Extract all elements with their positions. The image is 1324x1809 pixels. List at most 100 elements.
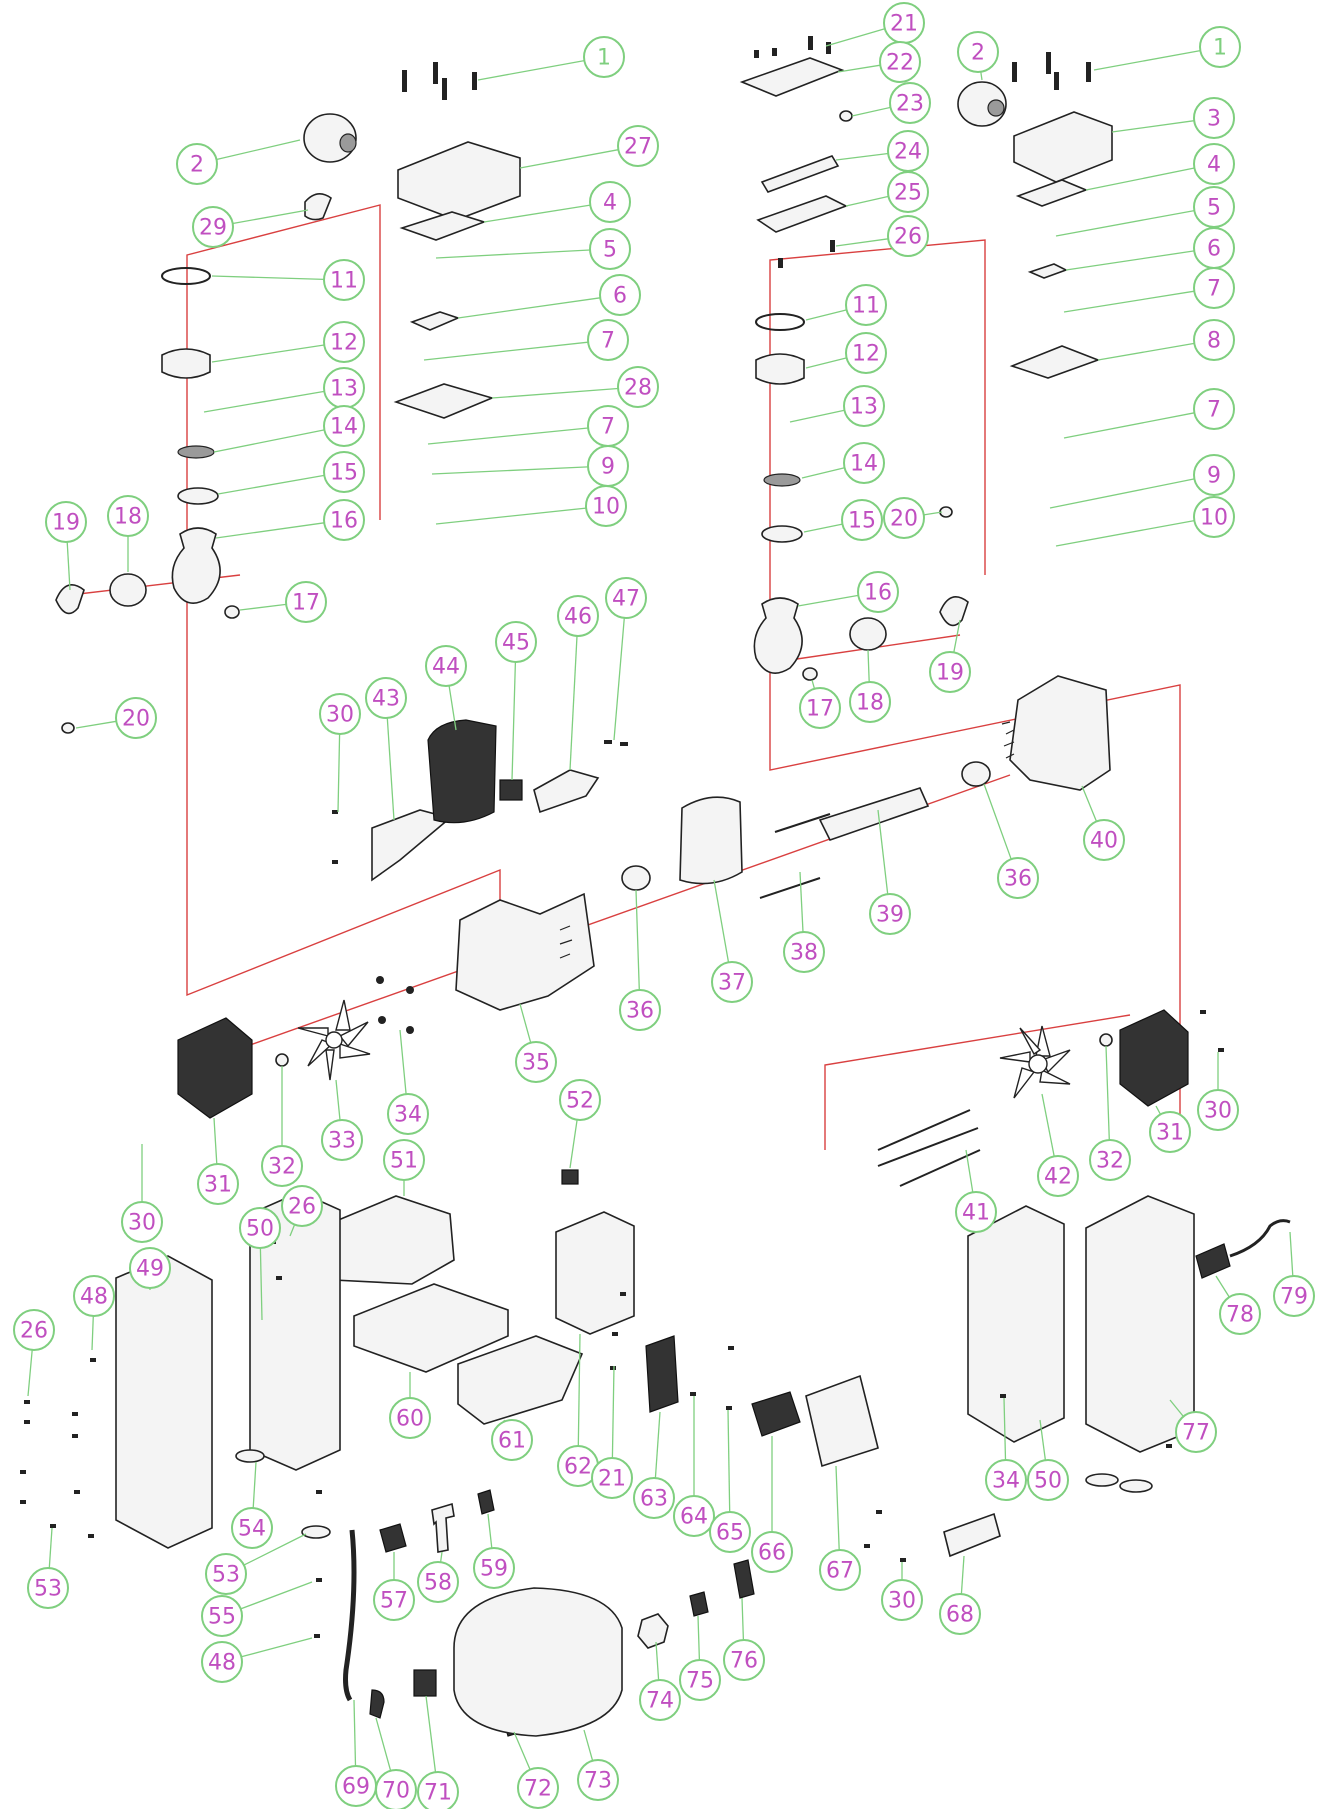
leader-line-l-19 — [66, 541, 71, 591]
callout-circle-b-54 — [231, 1507, 273, 1549]
leader-line-b-53 — [243, 1533, 307, 1566]
nut-74 — [637, 1613, 669, 1649]
callout-b-57: 57 — [373, 1552, 415, 1621]
right-ring-15 — [761, 525, 803, 543]
callout-b-48: 48 — [73, 1275, 115, 1351]
callout-label-m-36b: 36 — [626, 999, 654, 1024]
callout-circle-l-17 — [285, 581, 327, 623]
callout-label-b-57: 57 — [380, 1589, 408, 1614]
left-head-screws — [402, 62, 477, 100]
pcb-63 — [645, 1335, 679, 1413]
leader-line-l-28 — [491, 387, 619, 399]
leader-line-l-29 — [232, 209, 309, 225]
callout-circle-m-30 — [319, 693, 361, 735]
bearing-36-left — [621, 865, 651, 891]
callout-label-b-71: 71 — [424, 1781, 452, 1806]
callout-m-44: 44 — [425, 645, 467, 731]
callout-r-15: 15 — [803, 499, 883, 541]
callout-circle-b-50r — [1027, 1459, 1069, 1501]
callout-b-59: 59 — [473, 1513, 515, 1589]
callout-circle-l-10 — [585, 485, 627, 527]
fitting-57 — [379, 1523, 407, 1553]
callout-label-r-13: 13 — [850, 395, 878, 420]
gauge-66 — [751, 1391, 801, 1437]
callout-l-27: 27 — [519, 125, 659, 169]
callout-b-50: 50 — [239, 1207, 281, 1321]
leader-line-b-77 — [1169, 1399, 1184, 1417]
callout-circle-b-68 — [939, 1593, 981, 1635]
right-head-screws — [754, 36, 1091, 90]
callout-circle-r-7b — [1193, 388, 1235, 430]
switch-71 — [413, 1669, 437, 1697]
leader-line-b-50r — [1039, 1419, 1047, 1461]
left-crankcase-fins — [559, 925, 573, 959]
leader-line-r-22 — [837, 64, 881, 73]
left-bearing-18 — [109, 573, 147, 607]
callout-r-14: 14 — [801, 442, 885, 484]
callout-circle-b-64 — [673, 1495, 715, 1537]
callout-label-b-53l: 53 — [34, 1577, 62, 1602]
callout-circle-m-37 — [711, 961, 753, 1003]
callout-r-20: 20 — [883, 497, 943, 539]
callout-m-52: 52 — [559, 1079, 601, 1169]
callout-label-b-78: 78 — [1226, 1303, 1254, 1328]
callout-label-b-50: 50 — [246, 1217, 274, 1242]
leader-line-m-30 — [337, 733, 341, 813]
leader-line-b-48b — [241, 1637, 313, 1658]
callout-l-11: 11 — [211, 259, 365, 301]
leader-line-r-3 — [1111, 120, 1195, 133]
leader-line-r-14 — [801, 467, 845, 479]
callout-circle-b-53l — [27, 1567, 69, 1609]
leader-line-b-58 — [439, 1551, 443, 1563]
callout-b-78: 78 — [1215, 1275, 1261, 1335]
callout-label-l-16: 16 — [330, 509, 358, 534]
callout-b-67: 67 — [819, 1465, 861, 1591]
callout-label-l-9: 9 — [601, 455, 615, 480]
leader-line-m-40 — [1081, 785, 1098, 822]
callout-r-24: 24 — [835, 130, 929, 172]
callout-circle-b-70 — [375, 1769, 417, 1809]
leader-line-b-68 — [960, 1555, 965, 1595]
callout-l-14: 14 — [213, 405, 365, 453]
leader-line-m-34 — [399, 1029, 407, 1095]
callout-l-17: 17 — [239, 581, 327, 623]
callout-label-r-24: 24 — [894, 140, 922, 165]
leader-line-l-13 — [203, 390, 325, 413]
callout-circle-b-67 — [819, 1549, 861, 1591]
valve-76 — [733, 1559, 755, 1599]
left-filter — [303, 113, 357, 163]
right-piston-14 — [763, 473, 801, 487]
tee-58 — [431, 1502, 455, 1553]
leader-line-l-7b — [427, 427, 589, 445]
callout-l-7: 7 — [423, 319, 629, 361]
washer-32-right — [1099, 1033, 1113, 1047]
callout-circle-m-33 — [321, 1119, 363, 1161]
callout-label-l-5: 5 — [603, 238, 617, 263]
callout-label-l-17: 17 — [292, 591, 320, 616]
leader-line-m-33 — [335, 1079, 341, 1121]
callout-r-21: 21 — [825, 2, 925, 47]
leader-line-r-21 — [825, 28, 885, 47]
panel-62 — [555, 1211, 635, 1335]
callout-label-b-49: 49 — [136, 1257, 164, 1282]
callout-circle-r-13 — [843, 385, 885, 427]
right-washer-23 — [839, 110, 853, 122]
callout-label-m-35: 35 — [522, 1051, 550, 1076]
callout-circle-m-34 — [387, 1093, 429, 1135]
callout-label-l-18: 18 — [114, 505, 142, 530]
callout-m-37: 37 — [711, 879, 753, 1003]
washer-32-left — [275, 1053, 289, 1067]
fan-33 — [297, 999, 371, 1081]
callout-r-11: 11 — [805, 284, 887, 326]
leader-line-b-34 — [1003, 1397, 1007, 1461]
callout-r-25: 25 — [845, 171, 929, 213]
callout-label-b-74: 74 — [646, 1689, 674, 1714]
end-cover-31-right — [1119, 1009, 1189, 1107]
callout-r-7b: 7 — [1063, 388, 1235, 439]
callout-label-b-54: 54 — [238, 1517, 266, 1542]
callout-circle-l-18 — [107, 495, 149, 537]
callout-r-9: 9 — [1049, 454, 1235, 509]
callout-circle-b-60 — [389, 1397, 431, 1439]
